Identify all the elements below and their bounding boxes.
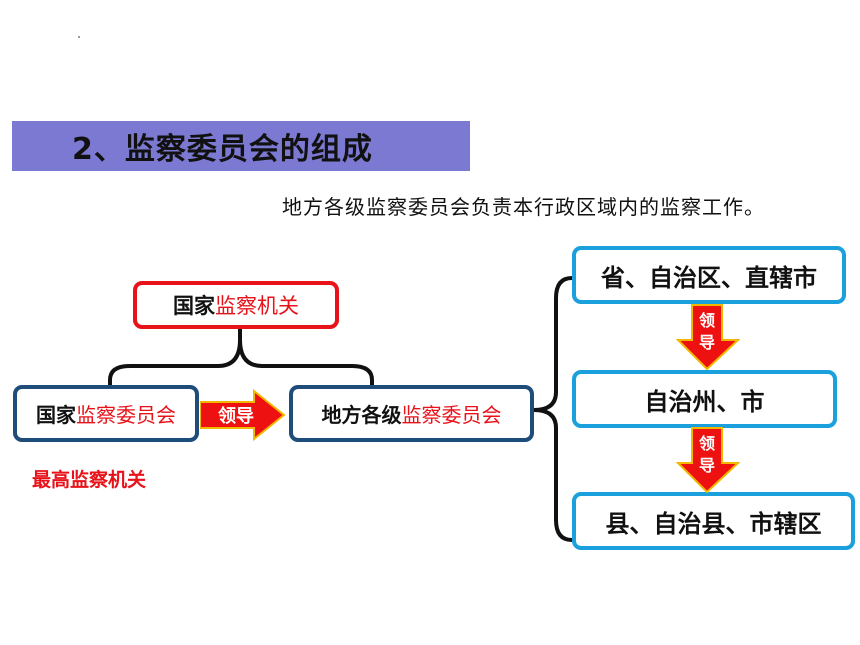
level-box-prefecture: 自治州、市 (572, 370, 837, 428)
national-organ-prefix: 国家 (173, 294, 215, 318)
lead-arrow-2-char-2: 导 (699, 456, 715, 475)
lead-arrow-label: 领导 (218, 405, 254, 427)
section-title-bar: 2、监察委员会的组成 (12, 121, 470, 171)
lead-arrow-2-char-1: 领 (699, 434, 715, 453)
national-organ-highlight: 监察机关 (215, 294, 299, 318)
level-box-county: 县、自治县、市辖区 (572, 492, 855, 550)
lead-arrow-1-char-1: 领 (699, 311, 715, 330)
description-text: 地方各级监察委员会负责本行政区域内的监察工作。 (282, 195, 765, 219)
level-box-province: 省、自治区、直辖市 (572, 246, 846, 304)
stray-dot (78, 36, 80, 38)
section-title: 2、监察委员会的组成 (72, 132, 373, 167)
lead-arrow-1-char-2: 导 (699, 333, 715, 352)
national-committee-box: 国家监察委员会 (13, 385, 199, 442)
local-committee-highlight: 监察委员会 (401, 403, 502, 427)
national-supervisory-organ-box: 国家监察机关 (133, 281, 339, 329)
supreme-organ-note: 最高监察机关 (32, 469, 147, 491)
local-committee-box: 地方各级监察委员会 (289, 385, 534, 442)
lead-arrow-horizontal: 领导 (200, 389, 286, 441)
national-committee-prefix: 国家 (36, 403, 76, 427)
levels-brace (533, 276, 573, 542)
lead-arrow-vertical-1: 领 导 (676, 304, 740, 370)
local-committee-prefix: 地方各级 (321, 403, 402, 427)
lead-arrow-vertical-2: 领 导 (676, 427, 740, 493)
organ-brace (108, 328, 374, 385)
national-committee-highlight: 监察委员会 (76, 403, 176, 427)
